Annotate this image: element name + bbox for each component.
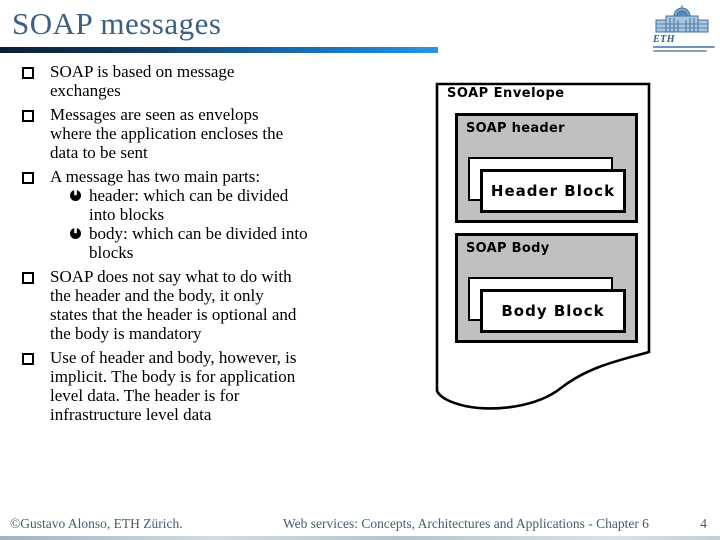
sub-bullet-list: header: which can be divided into blocks… — [70, 186, 308, 262]
soap-body-label: SOAP Body — [466, 241, 550, 256]
list-item: SOAP is based on message exchanges — [20, 62, 410, 100]
list-item: SOAP does not say what to do with the he… — [20, 267, 410, 343]
logo-subtext-line — [653, 46, 715, 48]
list-item-text: Messages are seen as envelops where the … — [50, 105, 284, 162]
footer-course-title: Web services: Concepts, Architectures an… — [283, 516, 649, 531]
sub-list-item-text: header: which can be divided into blocks — [89, 186, 289, 224]
header-block-label: Header Block — [490, 182, 616, 200]
list-item-text: SOAP does not say what to do with the he… — [50, 267, 297, 343]
list-item-text: A message has two main parts: — [50, 167, 261, 186]
soap-envelope-diagram: SOAP Envelope SOAP header Header Block S… — [425, 75, 660, 420]
eth-logo-text: ETH — [653, 34, 676, 45]
sub-list-item-text: body: which can be divided into blocks — [89, 224, 308, 262]
soap-header-box: SOAP header Header Block — [455, 113, 638, 223]
square-bullet-icon — [22, 353, 34, 365]
footer-author: ©Gustavo Alonso, ETH Zürich. — [10, 516, 183, 531]
list-item-text: Use of header and body, however, is impl… — [50, 348, 297, 424]
list-item: Messages are seen as envelops where the … — [20, 105, 410, 162]
header-block-rect: Header Block — [480, 169, 626, 213]
page-number: 4 — [700, 516, 707, 531]
title-underline-bar — [0, 47, 438, 53]
soap-header-label: SOAP header — [466, 121, 565, 136]
bullet-list: SOAP is based on message exchanges Messa… — [20, 62, 410, 429]
eth-logo: ETH — [653, 4, 715, 54]
list-item: A message has two main parts: header: wh… — [20, 167, 410, 262]
body-block-label: Body Block — [501, 302, 605, 320]
list-item: Use of header and body, however, is impl… — [20, 348, 410, 424]
sub-list-item: body: which can be divided into blocks — [70, 224, 308, 262]
envelope-label: SOAP Envelope — [447, 86, 565, 101]
soap-body-box: SOAP Body Body Block — [455, 233, 638, 343]
body-block-rect: Body Block — [480, 289, 626, 333]
square-bullet-icon — [22, 172, 34, 184]
bottom-accent-strip — [0, 536, 720, 540]
square-bullet-icon — [22, 272, 34, 284]
square-bullet-icon — [22, 110, 34, 122]
logo-subtext-line — [653, 50, 707, 52]
eth-building-icon — [655, 5, 709, 33]
arrow-orb-bullet-icon — [70, 228, 81, 239]
page-title: SOAP messages — [12, 6, 222, 41]
square-bullet-icon — [22, 67, 34, 79]
list-item-text: SOAP is based on message exchanges — [50, 62, 235, 100]
sub-list-item: header: which can be divided into blocks — [70, 186, 308, 224]
arrow-orb-bullet-icon — [70, 190, 81, 201]
